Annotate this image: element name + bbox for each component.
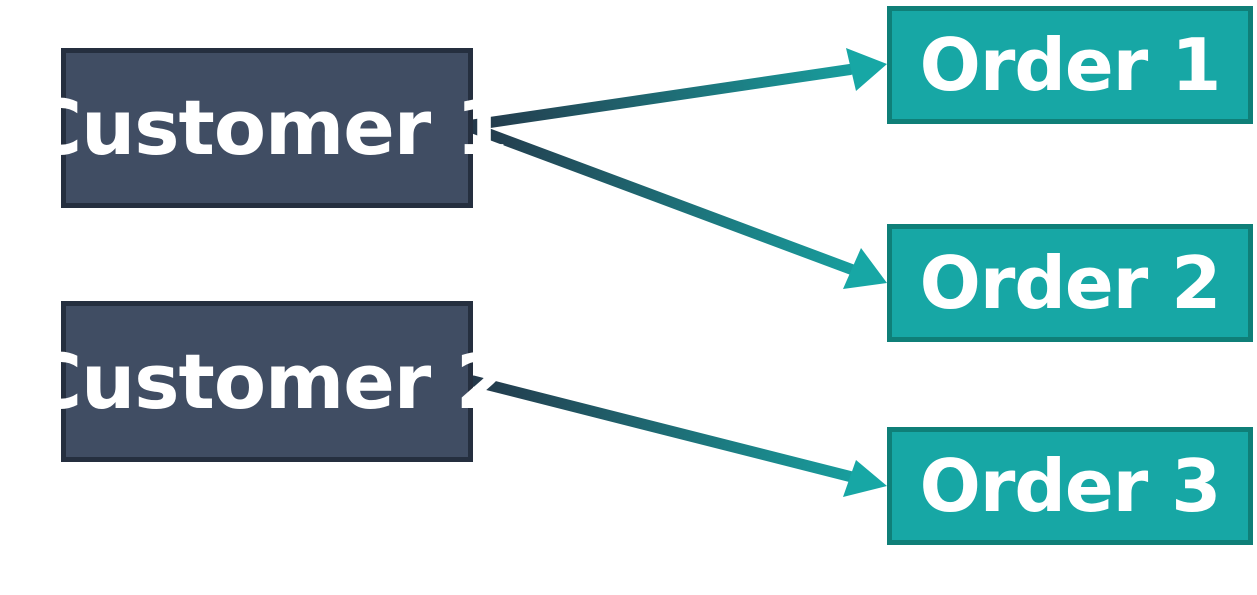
order-1-label: Order 1 (919, 23, 1222, 107)
edge-customer-2-order-3 (467, 375, 887, 497)
customer-1-label: Customer 1 (26, 83, 508, 172)
edge-line (467, 64, 856, 131)
arrowhead-icon (843, 460, 887, 497)
order-3-label: Order 3 (919, 444, 1222, 528)
edge-customer-1-order-2 (467, 122, 887, 289)
order-2-label: Order 2 (919, 241, 1222, 325)
order-3-node: Order 3 (887, 427, 1253, 545)
customer-1-node: Customer 1 (26, 48, 509, 208)
arrowhead-icon (846, 48, 887, 91)
customer-2-node: Customer 2 (26, 301, 509, 462)
edge-line (467, 375, 858, 483)
order-2-node: Order 2 (887, 224, 1253, 342)
edge-customer-1-order-1 (467, 48, 887, 131)
order-1-node: Order 1 (887, 6, 1253, 124)
edge-line (467, 122, 859, 276)
customer-2-label: Customer 2 (26, 336, 508, 426)
arrowhead-icon (843, 248, 887, 289)
